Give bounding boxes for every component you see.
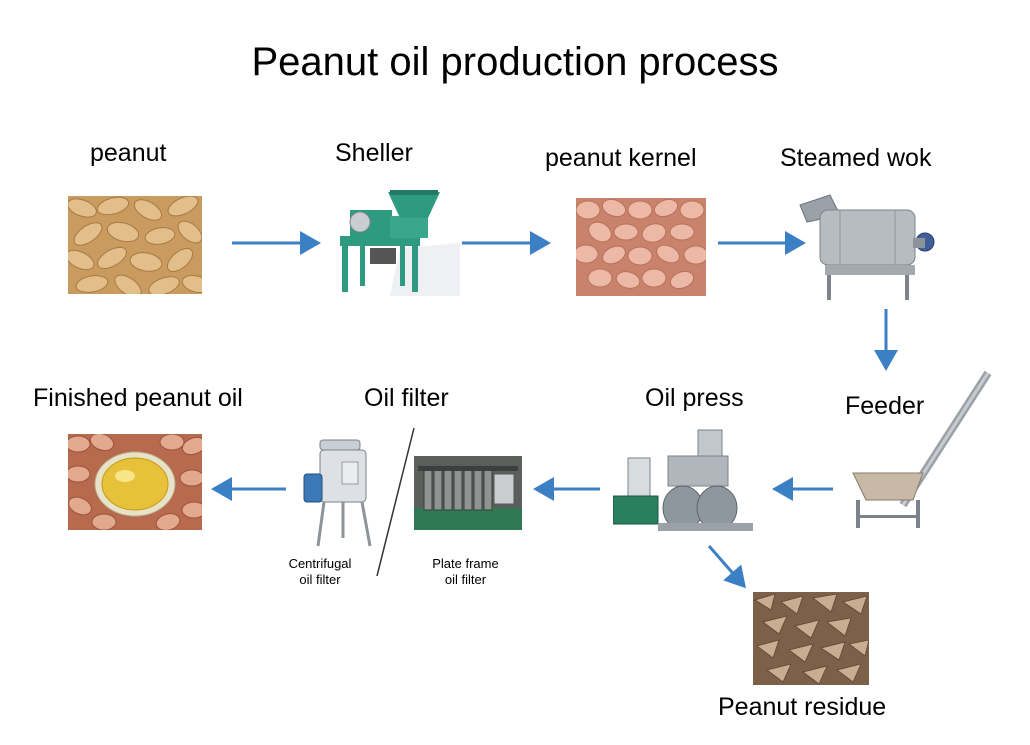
centrifugal-line-1: Centrifugal <box>288 556 352 571</box>
page-title: Peanut oil production process <box>251 40 779 84</box>
label-plate-frame-filter: Plate frame oil filter <box>418 556 513 588</box>
label-peanut: peanut <box>90 139 167 167</box>
label-peanut-kernel: peanut kernel <box>545 144 697 172</box>
filter-divider <box>376 427 415 577</box>
label-centrifugal-filter: Centrifugal oil filter <box>275 556 365 588</box>
plate-line-2: oil filter <box>444 572 487 587</box>
label-peanut-residue: Peanut residue <box>718 693 887 721</box>
label-oil-press: Oil press <box>645 384 744 412</box>
plate-line-1: Plate frame <box>432 556 499 571</box>
label-sheller: Sheller <box>335 139 413 167</box>
peanut-residue-image <box>753 592 869 685</box>
arrow-press-to-residue <box>707 545 746 589</box>
feeder-image <box>852 370 992 528</box>
peanut-image <box>68 196 202 294</box>
finished-peanut-oil-image <box>68 434 202 530</box>
sheller-machine-image <box>340 190 460 296</box>
centrifugal-filter-image <box>303 439 372 547</box>
peanut-kernel-image <box>576 198 706 296</box>
steamed-wok-image <box>799 194 935 300</box>
label-oil-filter: Oil filter <box>364 384 449 412</box>
label-steamed-wok: Steamed wok <box>780 144 932 172</box>
centrifugal-line-2: oil filter <box>299 572 341 587</box>
oil-press-image <box>613 429 753 531</box>
plate-frame-filter-image <box>414 456 522 530</box>
label-finished-oil: Finished peanut oil <box>33 384 243 412</box>
label-feeder: Feeder <box>845 392 925 420</box>
